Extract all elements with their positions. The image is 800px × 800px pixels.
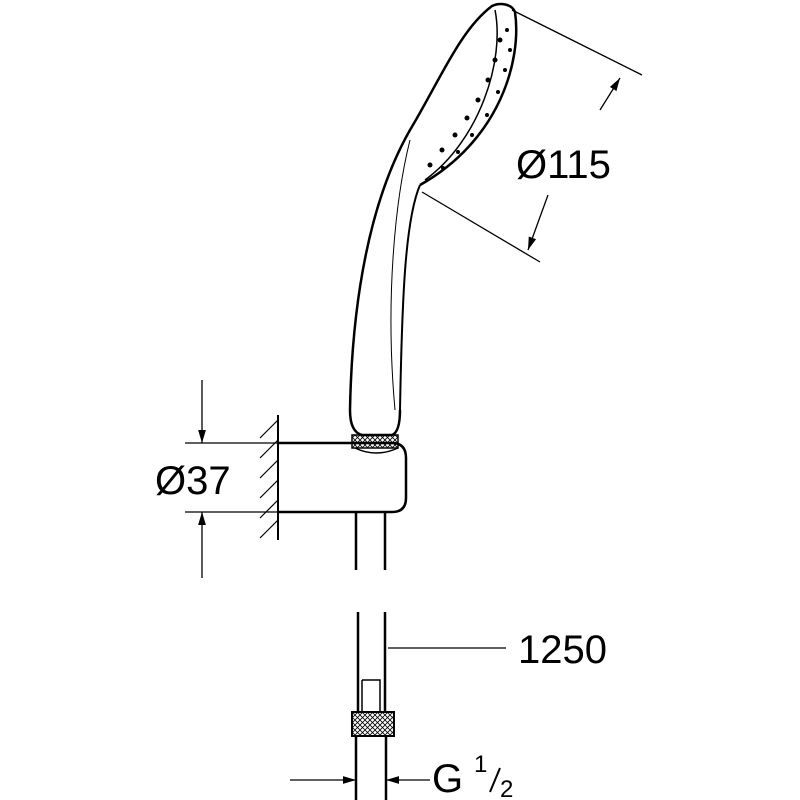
thread-denominator: 2 — [500, 776, 513, 800]
thread-numerator: 1 — [474, 751, 487, 778]
hose-length-label: 1250 — [518, 628, 607, 672]
hose — [351, 512, 395, 800]
dimension-head: Ø115 — [421, 9, 643, 263]
wall — [259, 415, 279, 540]
thread-letter: G — [432, 757, 463, 800]
dimension-holder: Ø37 — [155, 380, 278, 578]
knurled-ring — [351, 434, 399, 449]
dimension-thread: G 1 2 — [290, 751, 513, 800]
shower-head — [348, 2, 518, 437]
head-diameter-label: Ø115 — [516, 143, 611, 187]
wall-holder — [278, 441, 408, 514]
holder-diameter-label: Ø37 — [155, 459, 231, 503]
dimension-hose-length: 1250 — [388, 628, 607, 672]
hose-nut — [351, 711, 395, 737]
